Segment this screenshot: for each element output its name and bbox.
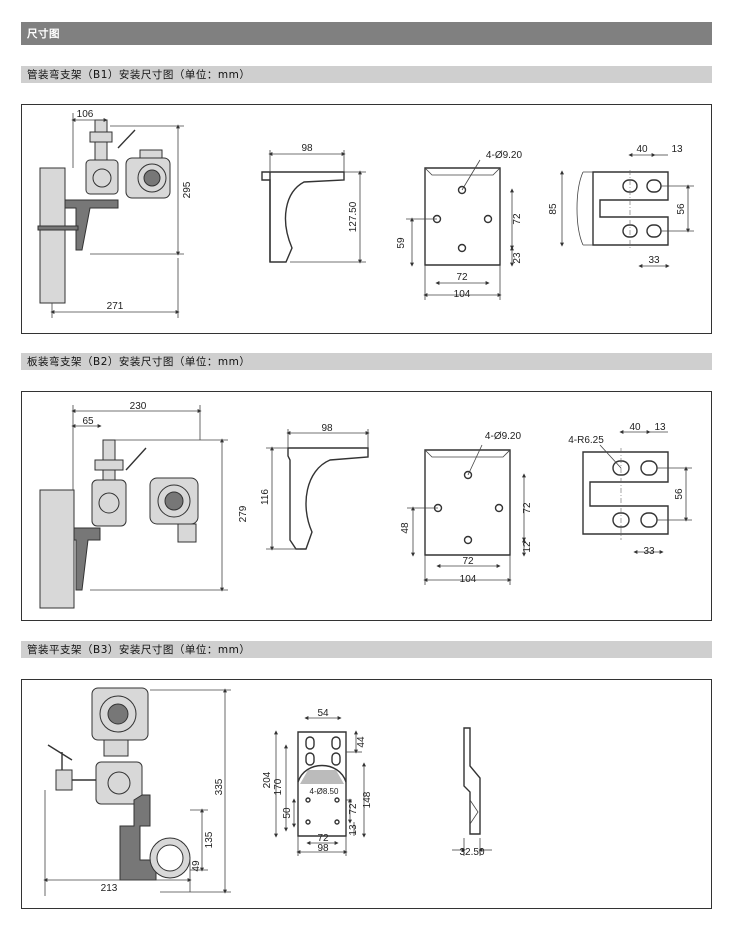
b3-plate-view (297, 731, 347, 837)
b1-slot-c: 85 (548, 203, 559, 215)
b1-assembly-drawing (37, 119, 171, 304)
b2-assembly-drawing (39, 439, 199, 609)
b3-assembly-drawing (47, 687, 191, 881)
b1-dim-base: 271 (107, 301, 124, 312)
b2-slot-b: 13 (654, 422, 666, 433)
b2-slot-view (582, 448, 669, 540)
b1-plate-h3: 23 (512, 252, 523, 264)
b3-dim-low: 49 (191, 860, 202, 872)
b3-plate-top: 54 (317, 708, 329, 719)
b2-side-width: 98 (321, 423, 333, 434)
b3-bracket (119, 794, 157, 881)
b2-plate-w2: 104 (460, 574, 477, 585)
b3-plate-w98: 98 (317, 843, 329, 854)
b3-plate-r72: 72 (348, 803, 359, 815)
b1-side-height: 127.50 (348, 201, 359, 232)
b1-slot-d: 56 (676, 203, 687, 215)
b3-plate-h50: 50 (282, 807, 293, 819)
b3-plate-r148: 148 (362, 791, 373, 808)
b3-plate-w72: 72 (317, 833, 329, 844)
section-title-b3: 管装平支架（B3）安装尺寸图（单位：mm） (21, 641, 712, 658)
b2-slot-radius: 4-R6.25 (568, 435, 604, 446)
b1-dim-height: 295 (182, 181, 193, 198)
b2-dim-width: 65 (82, 416, 94, 427)
b2-side-height: 116 (260, 489, 271, 505)
b3-side-thick: 32.50 (459, 847, 484, 858)
section-title-b1: 管装弯支架（B1）安装尺寸图（单位：mm） (21, 66, 712, 83)
page-title: 尺寸图 (21, 22, 712, 45)
b3-plate-h170: 170 (273, 778, 284, 795)
b1-plate-h2: 59 (396, 237, 407, 249)
b2-plate-holes: 4-Ø9.20 (485, 431, 522, 442)
b3-dim-pipe: 135 (204, 831, 215, 848)
b1-plate-holes: 4-Ø9.20 (486, 150, 523, 161)
b2-side-view (287, 447, 369, 550)
b1-slot-view (576, 170, 669, 250)
b3-side-view (463, 727, 481, 835)
b3-plate-r13: 13 (348, 824, 359, 836)
b1-side-view (261, 171, 345, 263)
b1-bracket (64, 199, 119, 251)
b1-ubolt (37, 225, 79, 231)
b1-slot-b: 13 (671, 144, 683, 155)
b3-dim-base: 213 (101, 883, 118, 894)
b2-plate-view (424, 449, 511, 556)
b1-plate-view (424, 167, 501, 266)
b3-plate-r44: 44 (356, 736, 367, 748)
b2-slot-e: 33 (643, 546, 655, 557)
b1-slot-a: 40 (636, 144, 648, 155)
b2-plate-h2: 48 (400, 522, 411, 534)
b2-slot-a: 40 (629, 422, 641, 433)
section-title-b1-text: 管装弯支架（B1）安装尺寸图（单位：mm） (27, 69, 251, 81)
b3-dim-height: 335 (214, 778, 225, 795)
b1-dim-width: 106 (77, 109, 94, 120)
b2-plate-h3: 12 (522, 541, 533, 553)
b2-plate-w1: 72 (462, 556, 474, 567)
panel-b1 (21, 104, 712, 334)
b2-slot-d: 56 (674, 488, 685, 500)
b3-plate-holes: 4-Ø8.50 (310, 787, 339, 796)
page-title-text: 尺寸图 (27, 28, 60, 40)
section-title-b2-text: 板装弯支架（B2）安装尺寸图（单位：mm） (27, 356, 251, 368)
b1-pipe (39, 167, 66, 304)
b2-dim-total: 230 (130, 401, 147, 412)
b1-plate-w2: 104 (454, 289, 471, 300)
section-title-b2: 板装弯支架（B2）安装尺寸图（单位：mm） (21, 353, 712, 370)
section-title-b3-text: 管装平支架（B3）安装尺寸图（单位：mm） (27, 644, 251, 656)
b1-side-width: 98 (301, 143, 313, 154)
b1-plate-h1: 72 (512, 213, 523, 225)
b2-bracket (73, 527, 101, 591)
b2-plate-h1: 72 (522, 502, 533, 514)
b2-dim-height: 279 (238, 505, 249, 522)
b2-wall-plate (39, 489, 75, 609)
b1-plate-w1: 72 (456, 272, 468, 283)
b1-slot-e: 33 (648, 255, 660, 266)
b3-plate-h204: 204 (262, 771, 273, 788)
